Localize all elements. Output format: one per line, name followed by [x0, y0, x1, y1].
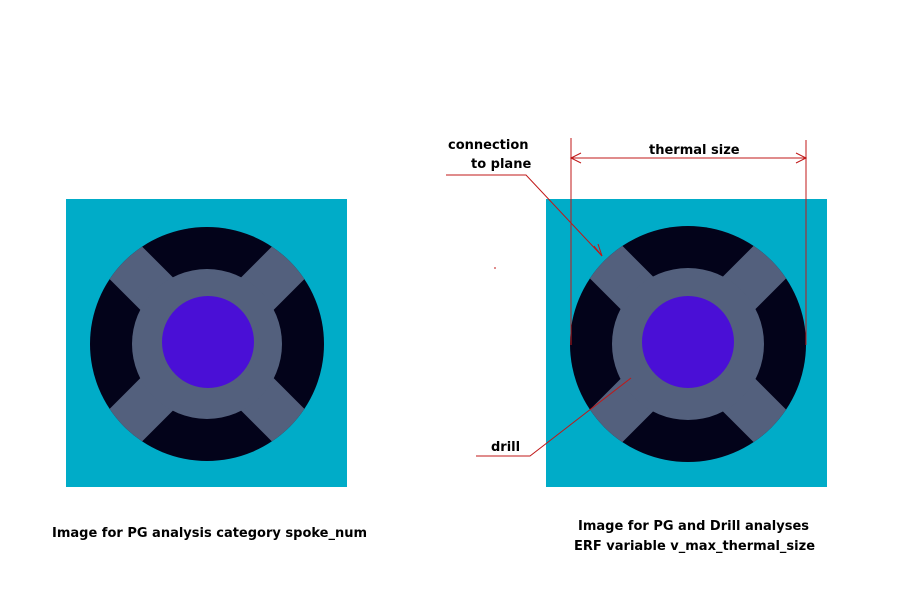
right-caption-line2: ERF variable v_max_thermal_size — [574, 539, 815, 554]
connection-leader-arrow-icon — [593, 243, 603, 257]
connection-label-line1: connection — [448, 138, 529, 153]
connection-label-line2: to plane — [471, 157, 531, 172]
annotation-lines — [446, 138, 808, 457]
right-drill-hole — [642, 296, 734, 388]
left-caption: Image for PG analysis category spoke_num — [52, 526, 367, 541]
drill-leader-line — [476, 377, 632, 457]
thermal-size-label: thermal size — [649, 143, 740, 158]
right-thermal-figure — [546, 199, 827, 487]
drill-label: drill — [491, 440, 520, 455]
thermal-size-arrow-right-icon — [795, 152, 808, 164]
thermal-size-arrow-left-icon — [569, 152, 582, 164]
right-caption-line1: Image for PG and Drill analyses — [578, 519, 809, 534]
left-thermal-figure — [66, 199, 347, 487]
connection-leader-line — [446, 174, 603, 257]
left-drill-hole — [162, 296, 254, 388]
